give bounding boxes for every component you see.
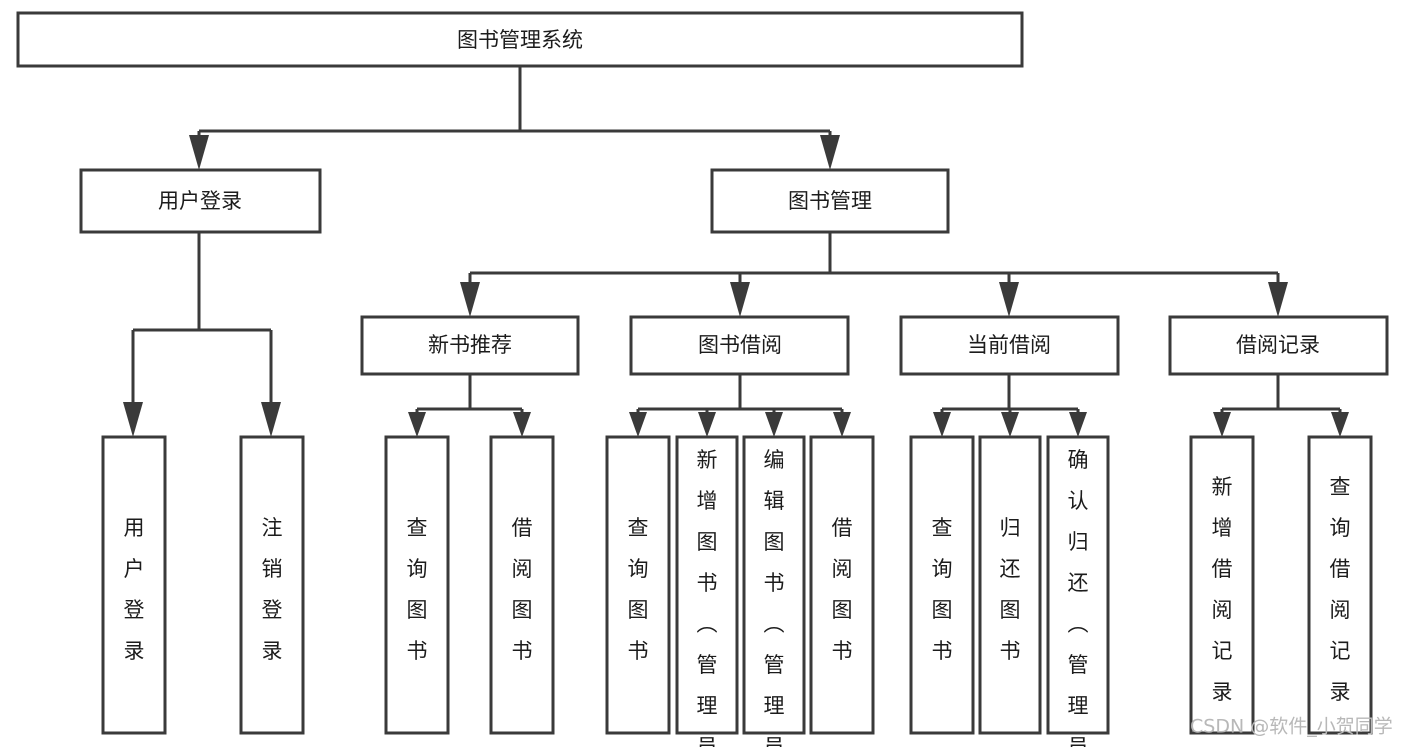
node-book-management-label: 图书管理 (788, 189, 872, 213)
node-user-login-box[interactable] (79, 168, 322, 234)
arrow-head-current-borrow (999, 282, 1019, 317)
node-leaf-borrow-book-rec[interactable]: 借阅图书 (489, 435, 555, 735)
node-book-borrow-box[interactable] (629, 315, 850, 376)
arrow-head-leaf-borrow-book-rec (513, 412, 531, 437)
arrow-head-new-book-recommend (460, 282, 480, 317)
node-book-management-box[interactable] (710, 168, 950, 234)
node-leaf-edit-book[interactable]: 编辑图书︵管理员︶ (742, 435, 806, 747)
node-new-book-recommend-label: 新书推荐 (428, 333, 512, 357)
node-current-borrow[interactable]: 当前借阅 (899, 315, 1120, 376)
node-borrow-record-box[interactable] (1168, 315, 1389, 376)
node-borrow-record[interactable]: 借阅记录 (1168, 315, 1389, 376)
arrow-head-leaf-query-book-rec (408, 412, 426, 437)
node-leaf-return-book-label: 归还图书 (1000, 516, 1021, 663)
arrow-head-borrow-record (1268, 282, 1288, 317)
node-leaf-edit-book-label: 编辑图书︵管理员︶ (764, 448, 785, 747)
node-leaf-borrow-book-bor-box[interactable] (809, 435, 875, 735)
arrow-head-leaf-borrow-book-bor (833, 412, 851, 437)
arrow-head-leaf-confirm-return (1069, 412, 1087, 437)
node-root-box[interactable] (16, 11, 1024, 68)
arrow-head-leaf-query-record (1331, 412, 1349, 437)
arrow-head-book-borrow (730, 282, 750, 317)
node-leaf-add-record-box[interactable] (1189, 435, 1255, 735)
arrow-head-leaf-query-book-bor (629, 412, 647, 437)
node-current-borrow-box[interactable] (899, 315, 1120, 376)
node-leaf-confirm-return-label: 确认归还︵管理员︶ (1068, 448, 1089, 747)
connector-layer (123, 66, 1349, 437)
node-leaf-add-record[interactable]: 新增借阅记录 (1189, 435, 1255, 735)
node-leaf-user-logout[interactable]: 注销登录 (239, 435, 305, 735)
node-leaf-query-book-bor-box[interactable] (605, 435, 671, 735)
node-leaf-query-book-cur-label: 查询图书 (932, 516, 953, 663)
node-leaf-add-book[interactable]: 新增图书︵管理员︶ (675, 435, 739, 747)
node-leaf-query-book-cur[interactable]: 查询图书 (909, 435, 975, 735)
node-root-label: 图书管理系统 (457, 28, 583, 52)
node-leaf-add-record-label: 新增借阅记录 (1212, 475, 1233, 704)
node-user-login[interactable]: 用户登录 (79, 168, 322, 234)
arrow-head-leaf-add-book (698, 412, 716, 437)
node-book-management[interactable]: 图书管理 (710, 168, 950, 234)
node-leaf-add-book-box[interactable] (675, 435, 739, 735)
node-leaf-user-login[interactable]: 用户登录 (101, 435, 167, 735)
node-leaf-query-book-bor-label: 查询图书 (628, 516, 649, 663)
node-leaf-borrow-book-rec-box[interactable] (489, 435, 555, 735)
node-leaf-return-book[interactable]: 归还图书 (978, 435, 1042, 735)
arrow-head-leaf-query-book-cur (933, 412, 951, 437)
node-leaf-borrow-book-bor-label: 借阅图书 (832, 516, 853, 663)
watermark-label: CSDN @软件_小贺同学 (1190, 716, 1393, 738)
node-leaf-query-record-box[interactable] (1307, 435, 1373, 735)
node-leaf-add-book-label: 新增图书︵管理员︶ (697, 448, 718, 747)
node-leaf-query-record[interactable]: 查询借阅记录 (1307, 435, 1373, 735)
arrow-head-book-management (820, 135, 840, 170)
node-leaf-query-book-rec-label: 查询图书 (407, 516, 428, 663)
node-leaf-confirm-return[interactable]: 确认归还︵管理员︶ (1046, 435, 1110, 747)
node-borrow-record-label: 借阅记录 (1236, 333, 1320, 357)
node-book-borrow[interactable]: 图书借阅 (629, 315, 850, 376)
arrow-head-leaf-return-book (1001, 412, 1019, 437)
node-leaf-query-book-rec[interactable]: 查询图书 (384, 435, 450, 735)
node-leaf-borrow-book-rec-label: 借阅图书 (512, 516, 533, 663)
node-leaf-query-record-label: 查询借阅记录 (1330, 475, 1351, 704)
node-leaf-edit-book-box[interactable] (742, 435, 806, 735)
node-leaf-borrow-book-bor[interactable]: 借阅图书 (809, 435, 875, 735)
arrow-head-user-login (189, 135, 209, 170)
node-leaf-query-book-bor[interactable]: 查询图书 (605, 435, 671, 735)
node-root[interactable]: 图书管理系统 (16, 11, 1024, 68)
node-book-borrow-label: 图书借阅 (698, 333, 782, 357)
node-leaf-confirm-return-box[interactable] (1046, 435, 1110, 735)
node-leaf-query-book-cur-box[interactable] (909, 435, 975, 735)
node-leaf-user-login-label: 用户登录 (124, 516, 145, 663)
arrow-head-leaf-user-login (123, 402, 143, 437)
node-new-book-recommend-box[interactable] (360, 315, 580, 376)
node-leaf-return-book-box[interactable] (978, 435, 1042, 735)
arrow-head-leaf-edit-book (765, 412, 783, 437)
arrow-head-leaf-user-logout (261, 402, 281, 437)
node-leaf-user-logout-label: 注销登录 (262, 516, 283, 663)
node-new-book-recommend[interactable]: 新书推荐 (360, 315, 580, 376)
node-leaf-user-logout-box[interactable] (239, 435, 305, 735)
node-leaf-user-login-box[interactable] (101, 435, 167, 735)
arrow-head-leaf-add-record (1213, 412, 1231, 437)
node-user-login-label: 用户登录 (158, 189, 242, 213)
node-current-borrow-label: 当前借阅 (967, 333, 1051, 357)
node-leaf-query-book-rec-box[interactable] (384, 435, 450, 735)
